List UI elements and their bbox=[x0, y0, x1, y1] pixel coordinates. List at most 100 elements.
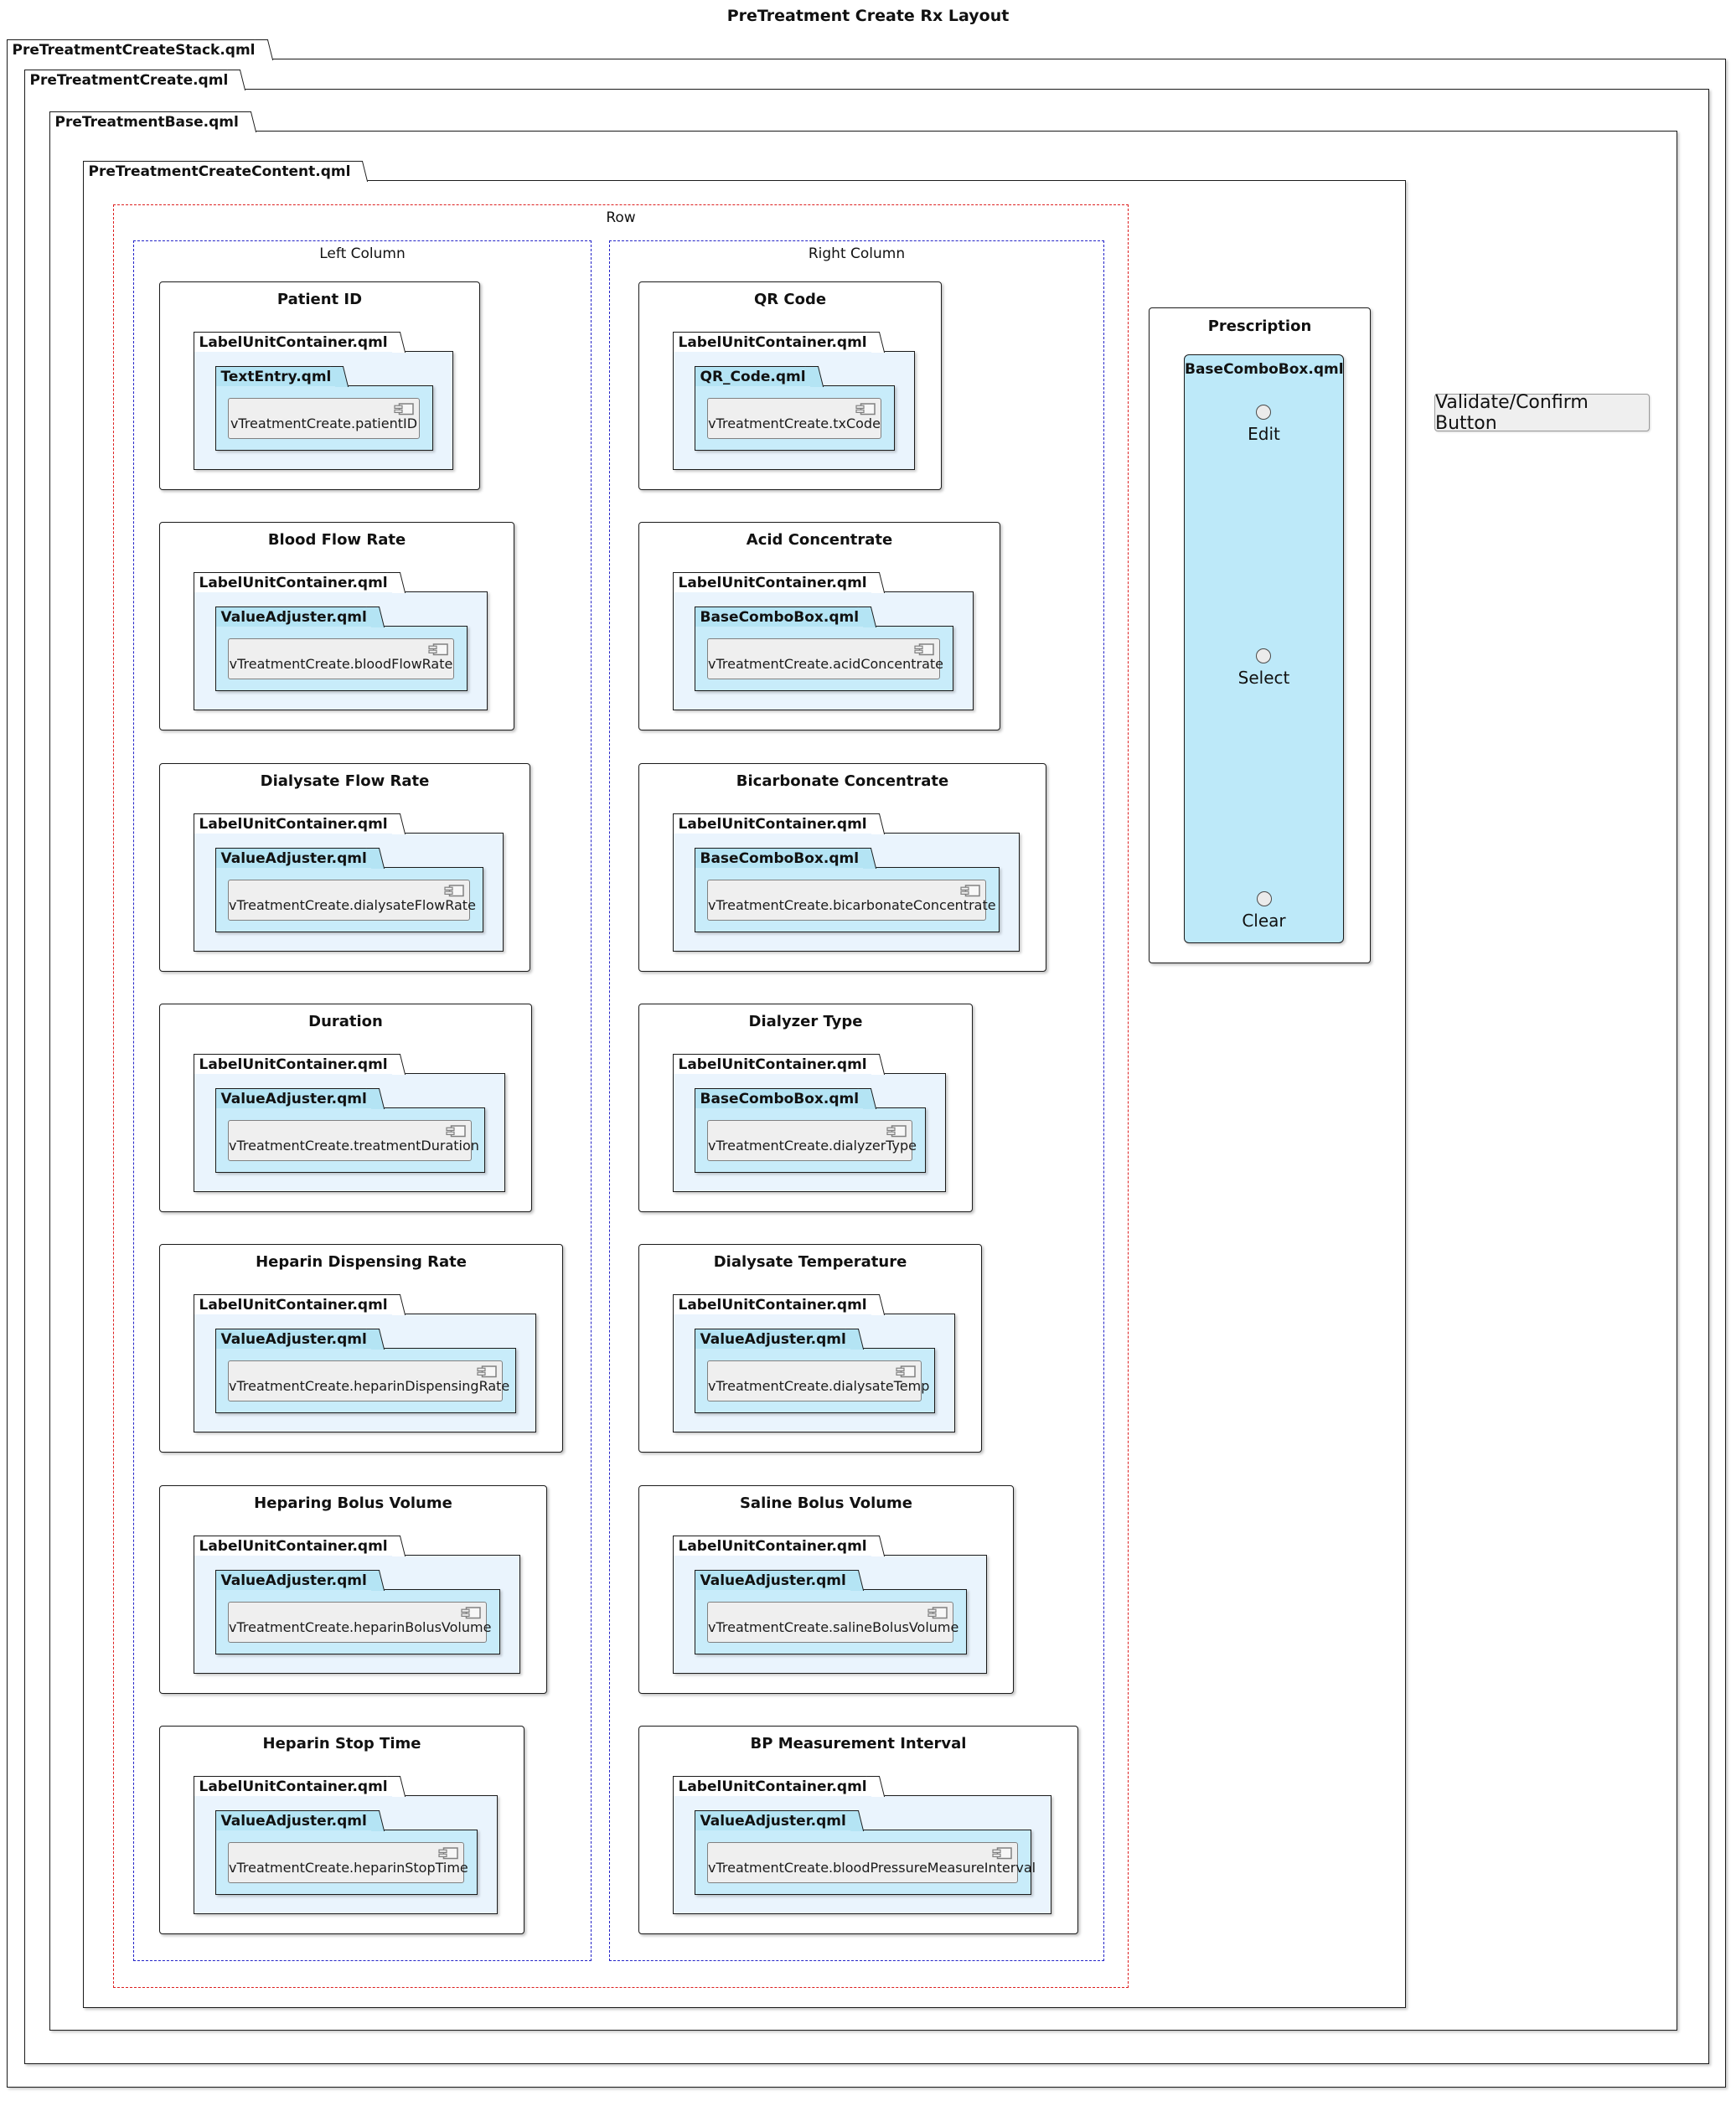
component-icon bbox=[437, 1846, 459, 1862]
field-box: Heparin Stop Time LabelUnitContainer.qml… bbox=[159, 1726, 524, 1934]
component-icon bbox=[393, 402, 415, 418]
labelunitcontainer-tab-label: LabelUnitContainer.qml bbox=[678, 334, 867, 351]
component-label: vTreatmentCreate.heparinDispensingRate bbox=[229, 1378, 510, 1394]
labelunitcontainer-tab-label: LabelUnitContainer.qml bbox=[199, 1056, 388, 1073]
field-box-title: Blood Flow Rate bbox=[267, 531, 406, 549]
option-select[interactable]: Select bbox=[1237, 648, 1290, 688]
component-icon bbox=[476, 1365, 498, 1381]
frame-pretreatmentcreatestack-tab: PreTreatmentCreateStack.qml bbox=[6, 39, 265, 59]
component-icon bbox=[991, 1846, 1013, 1862]
labelunitcontainer-tab: LabelUnitContainer.qml bbox=[193, 332, 397, 352]
component-box: vTreatmentCreate.heparinStopTime bbox=[228, 1842, 468, 1883]
labelunitcontainer-tab-label: LabelUnitContainer.qml bbox=[678, 1056, 867, 1073]
labelunitcontainer-tab-label: LabelUnitContainer.qml bbox=[678, 816, 867, 833]
inner-qml-tab: ValueAdjuster.qml bbox=[694, 1810, 855, 1830]
labelunitcontainer-frame: LabelUnitContainer.qml ValueAdjuster.qml… bbox=[193, 1054, 505, 1192]
frame-pretreatmentcreate-tab: PreTreatmentCreate.qml bbox=[23, 70, 238, 90]
field-box: Heparing Bolus Volume LabelUnitContainer… bbox=[159, 1485, 547, 1694]
labelunitcontainer-tab-label: LabelUnitContainer.qml bbox=[199, 575, 388, 591]
labelunitcontainer-frame: LabelUnitContainer.qml BaseComboBox.qml … bbox=[672, 572, 974, 710]
frame-pretreatmentcreatecontent-tab: PreTreatmentCreateContent.qml bbox=[82, 161, 360, 181]
field-box: Dialysate Temperature LabelUnitContainer… bbox=[638, 1244, 982, 1453]
inner-qml-frame: BaseComboBox.qml vTreatmentCreate.dialyz… bbox=[694, 1088, 926, 1173]
inner-qml-tab: ValueAdjuster.qml bbox=[214, 848, 376, 868]
labelunitcontainer-tab: LabelUnitContainer.qml bbox=[193, 572, 397, 592]
component-box: vTreatmentCreate.acidConcentrate bbox=[707, 638, 943, 679]
frame-tab-label: PreTreatmentCreate.qml bbox=[29, 72, 229, 89]
component-box: vTreatmentCreate.treatmentDuration bbox=[228, 1120, 479, 1161]
diagram-title: PreTreatment Create Rx Layout bbox=[726, 7, 1010, 25]
option-circle-icon bbox=[1256, 648, 1272, 663]
labelunitcontainer-tab: LabelUnitContainer.qml bbox=[672, 1054, 876, 1074]
component-label: vTreatmentCreate.bloodFlowRate bbox=[229, 656, 453, 672]
component-icon bbox=[460, 1606, 482, 1622]
field-box: Saline Bolus Volume LabelUnitContainer.q… bbox=[638, 1485, 1014, 1694]
option-clear[interactable]: Clear bbox=[1242, 891, 1286, 931]
field-box-title: Dialysate Temperature bbox=[713, 1253, 907, 1271]
option-label: Select bbox=[1237, 667, 1290, 688]
labelunitcontainer-frame: LabelUnitContainer.qml ValueAdjuster.qml… bbox=[672, 1776, 1051, 1914]
component-icon bbox=[895, 1365, 917, 1381]
component-box: vTreatmentCreate.dialysateTemp bbox=[707, 1360, 929, 1401]
field-box: Blood Flow Rate LabelUnitContainer.qml V… bbox=[159, 522, 514, 730]
group-left-column-label: Left Column bbox=[319, 245, 406, 262]
labelunitcontainer-tab-label: LabelUnitContainer.qml bbox=[678, 1538, 867, 1555]
inner-qml-tab: BaseComboBox.qml bbox=[694, 848, 869, 868]
validate-confirm-button[interactable]: Validate/Confirm Button bbox=[1434, 392, 1650, 434]
labelunitcontainer-tab: LabelUnitContainer.qml bbox=[672, 1294, 876, 1314]
option-edit[interactable]: Edit bbox=[1248, 405, 1280, 444]
component-icon bbox=[886, 1124, 907, 1140]
labelunitcontainer-frame: LabelUnitContainer.qml ValueAdjuster.qml… bbox=[672, 1294, 955, 1432]
labelunitcontainer-frame: LabelUnitContainer.qml ValueAdjuster.qml… bbox=[193, 1776, 498, 1914]
component-label: vTreatmentCreate.heparinStopTime bbox=[229, 1860, 468, 1876]
component-box: vTreatmentCreate.dialyzerType bbox=[707, 1120, 917, 1161]
inner-qml-tab: ValueAdjuster.qml bbox=[694, 1570, 855, 1590]
labelunitcontainer-frame: LabelUnitContainer.qml ValueAdjuster.qml… bbox=[672, 1536, 987, 1674]
inner-qml-tab-label: BaseComboBox.qml bbox=[700, 850, 860, 867]
field-box-title: Heparing Bolus Volume bbox=[254, 1494, 452, 1512]
labelunitcontainer-frame: LabelUnitContainer.qml ValueAdjuster.qml… bbox=[193, 572, 488, 710]
component-icon bbox=[445, 1124, 467, 1140]
field-box-title: Heparin Dispensing Rate bbox=[256, 1253, 467, 1271]
inner-qml-frame: ValueAdjuster.qml vTreatmentCreate.hepar… bbox=[214, 1329, 516, 1413]
component-box: vTreatmentCreate.heparinBolusVolume bbox=[228, 1602, 492, 1643]
component-label: vTreatmentCreate.heparinBolusVolume bbox=[229, 1619, 492, 1635]
frame-tab-label: PreTreatmentCreateStack.qml bbox=[12, 42, 256, 59]
component-icon bbox=[913, 643, 935, 658]
inner-qml-tab-label: ValueAdjuster.qml bbox=[700, 1331, 846, 1348]
field-box-title: Heparin Stop Time bbox=[262, 1735, 421, 1752]
component-icon bbox=[443, 884, 465, 900]
component-icon bbox=[855, 402, 876, 418]
group-left-column: Left Column bbox=[133, 240, 592, 1961]
labelunitcontainer-frame: LabelUnitContainer.qml ValueAdjuster.qml… bbox=[193, 813, 504, 952]
component-icon bbox=[959, 884, 981, 900]
group-right-column: Right Column bbox=[609, 240, 1104, 1961]
prescription-basecombobox-frame: BaseComboBox.qml Edit Select Clear bbox=[1184, 354, 1344, 943]
component-label: vTreatmentCreate.dialysateFlowRate bbox=[229, 897, 476, 913]
field-box-title: Bicarbonate Concentrate bbox=[736, 772, 949, 790]
field-box: Dialysate Flow Rate LabelUnitContainer.q… bbox=[159, 763, 530, 972]
labelunitcontainer-tab-label: LabelUnitContainer.qml bbox=[678, 575, 867, 591]
inner-qml-frame: ValueAdjuster.qml vTreatmentCreate.salin… bbox=[694, 1570, 967, 1654]
labelunitcontainer-tab-label: LabelUnitContainer.qml bbox=[199, 334, 388, 351]
option-label: Edit bbox=[1248, 424, 1280, 444]
inner-qml-tab: ValueAdjuster.qml bbox=[214, 1570, 376, 1590]
inner-qml-tab-label: ValueAdjuster.qml bbox=[220, 850, 367, 867]
component-label: vTreatmentCreate.dialyzerType bbox=[708, 1138, 917, 1154]
inner-qml-tab-label: ValueAdjuster.qml bbox=[220, 609, 367, 626]
labelunitcontainer-tab: LabelUnitContainer.qml bbox=[672, 332, 876, 352]
labelunitcontainer-tab: LabelUnitContainer.qml bbox=[672, 1776, 876, 1796]
labelunitcontainer-frame: LabelUnitContainer.qml ValueAdjuster.qml… bbox=[193, 1536, 520, 1674]
component-label: vTreatmentCreate.bloodPressureMeasureInt… bbox=[708, 1860, 1036, 1876]
component-label: vTreatmentCreate.patientID bbox=[230, 416, 418, 431]
inner-qml-frame: BaseComboBox.qml vTreatmentCreate.bicarb… bbox=[694, 848, 1000, 932]
inner-qml-tab-label: TextEntry.qml bbox=[220, 369, 332, 385]
labelunitcontainer-frame: LabelUnitContainer.qml BaseComboBox.qml … bbox=[672, 813, 1020, 952]
inner-qml-frame: ValueAdjuster.qml vTreatmentCreate.blood… bbox=[694, 1810, 1036, 1895]
inner-qml-frame: ValueAdjuster.qml vTreatmentCreate.hepar… bbox=[214, 1570, 500, 1654]
labelunitcontainer-tab: LabelUnitContainer.qml bbox=[672, 813, 876, 834]
inner-qml-tab-label: ValueAdjuster.qml bbox=[220, 1091, 367, 1107]
inner-qml-frame: ValueAdjuster.qml vTreatmentCreate.treat… bbox=[214, 1088, 485, 1173]
inner-qml-frame: ValueAdjuster.qml vTreatmentCreate.hepar… bbox=[214, 1810, 478, 1895]
component-icon bbox=[927, 1606, 948, 1622]
